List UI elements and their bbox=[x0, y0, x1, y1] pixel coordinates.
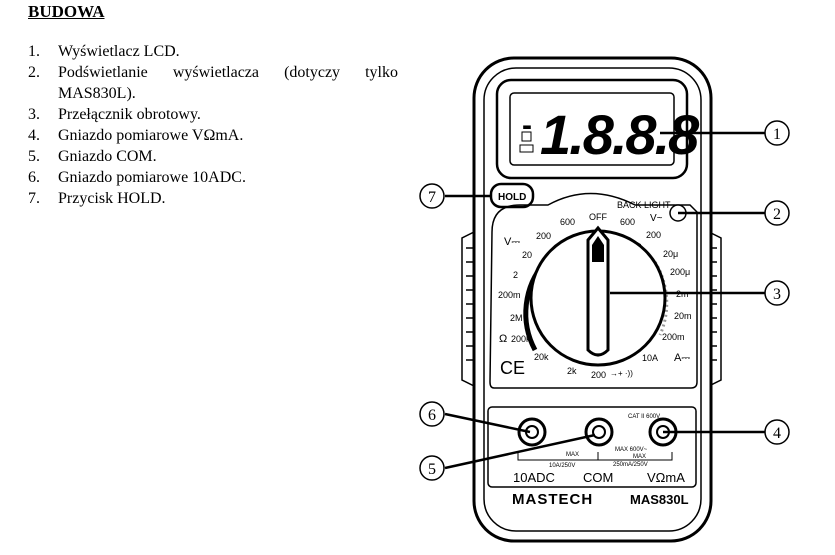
item-text: Gniazdo pomiarowe VΩmA. bbox=[58, 127, 244, 144]
jack-label-10adc: 10ADC bbox=[513, 470, 555, 485]
hold-button-label: HOLD bbox=[498, 192, 526, 203]
fuse-right-line2: MAX bbox=[633, 454, 646, 460]
lcd-screen bbox=[509, 92, 675, 166]
lcd-minus: - bbox=[522, 109, 532, 142]
list-item: 7. Przycisk HOLD. bbox=[28, 188, 398, 209]
list-item: 4. Gniazdo pomiarowe VΩmA. bbox=[28, 125, 398, 146]
item-text: MAS830L). bbox=[58, 85, 136, 102]
brand-logo: MASTECH bbox=[512, 491, 593, 508]
list-item: 1. Wyświetlacz LCD. bbox=[28, 41, 398, 62]
dial-panel bbox=[489, 192, 698, 389]
list-item: 2. Podświetlanie wyświetlacza (dotyczy ty… bbox=[28, 62, 398, 83]
item-text: Przełącznik obrotowy. bbox=[58, 106, 201, 123]
dial-label-ohm-200k: 200k bbox=[511, 334, 531, 344]
lcd-digits: 1.8.8.8 bbox=[540, 103, 700, 166]
dial-label-vdc-20: 20 bbox=[522, 250, 532, 260]
item-number: 4. bbox=[28, 127, 40, 144]
backlight-symbol: V~ bbox=[650, 213, 663, 224]
dial-label-ohm-20k: 20k bbox=[534, 352, 549, 362]
item-text: Podświetlanie wyświetlacza (dotyczy tylk… bbox=[58, 64, 398, 81]
dial-label-off: OFF bbox=[589, 212, 607, 222]
jack-panel bbox=[487, 406, 697, 488]
dial-label-vdc-200: 200 bbox=[536, 231, 551, 241]
section-heading: BUDOWA bbox=[28, 2, 105, 21]
callout-3-number: 3 bbox=[773, 286, 781, 303]
hold-indicator-icon bbox=[521, 131, 532, 142]
parts-list: 1. Wyświetlacz LCD. 2. Podświetlanie wyświ… bbox=[28, 41, 398, 209]
dial-label-vdc-200m: 200m bbox=[498, 290, 521, 300]
dial-label-vac-600: 600 bbox=[620, 217, 635, 227]
battery-icon bbox=[519, 144, 534, 153]
dial-label-vdc-2: 2 bbox=[513, 270, 518, 280]
dial-label-a-200m: 200m bbox=[662, 332, 685, 342]
item-number: 2. bbox=[28, 64, 40, 81]
callout-1-number: 1 bbox=[773, 126, 781, 143]
item-number: 6. bbox=[28, 169, 40, 186]
jack-label-vma: VΩmA bbox=[647, 470, 685, 485]
dial-label-ohm-symbol: Ω bbox=[499, 333, 507, 345]
fuse-left-rating: 10A/250V bbox=[549, 463, 575, 469]
jack-com[interactable] bbox=[584, 417, 614, 447]
item-text: Przycisk HOLD. bbox=[58, 190, 166, 207]
item-number: 3. bbox=[28, 106, 40, 123]
callout-4-number: 4 bbox=[773, 425, 781, 442]
item-text: Wyświetlacz LCD. bbox=[58, 43, 180, 60]
callout-6-number: 6 bbox=[428, 407, 436, 424]
callout-7 bbox=[419, 183, 445, 209]
list-item: 5. Gniazdo COM. bbox=[28, 146, 398, 167]
callout-4 bbox=[764, 419, 790, 445]
dial-label-a-20u: 20μ bbox=[663, 249, 678, 259]
list-item: 3. Przełącznik obrotowy. bbox=[28, 104, 398, 125]
callout-5 bbox=[419, 455, 445, 481]
ce-mark: CE bbox=[500, 358, 525, 378]
callout-7-number: 7 bbox=[428, 189, 436, 206]
list-item: 6. Gniazdo pomiarowe 10ADC. bbox=[28, 167, 398, 188]
list-item-continuation: MAS830L). bbox=[28, 83, 398, 104]
dial-label-vac-200: 200 bbox=[646, 230, 661, 240]
fuse-right-line3: 250mA/250V bbox=[613, 462, 648, 468]
meter-body-inner bbox=[483, 67, 702, 532]
fuse-right-line1: MAX 600V~ bbox=[615, 447, 648, 453]
callout-3 bbox=[764, 280, 790, 306]
dial-label-a-200u: 200μ bbox=[670, 267, 690, 277]
dial-label-vdc-symbol: V⎓ bbox=[504, 236, 520, 248]
item-number: 7. bbox=[28, 190, 40, 207]
dial-label-diode: →+ ·)) bbox=[610, 369, 633, 378]
model-name: MAS830L bbox=[630, 492, 689, 507]
item-number: 1. bbox=[28, 43, 40, 60]
callout-2-number: 2 bbox=[773, 206, 781, 223]
item-text: Gniazdo pomiarowe 10ADC. bbox=[58, 169, 246, 186]
callout-5-number: 5 bbox=[428, 461, 436, 478]
fuse-bracket-left bbox=[517, 452, 599, 461]
dial-label-a-dc-symbol: A⎓ bbox=[674, 352, 690, 364]
dial-label-a-10a: 10A bbox=[642, 353, 658, 363]
callout-lines bbox=[444, 131, 765, 470]
callout-6 bbox=[419, 401, 445, 427]
dial-label-ohm-2m: 2M bbox=[510, 313, 523, 323]
jack-label-com: COM bbox=[583, 470, 613, 485]
dial-label-a-20m: 20m bbox=[674, 311, 692, 321]
callout-2 bbox=[764, 200, 790, 226]
backlight-label: BACK LIGHT bbox=[617, 200, 671, 210]
fuse-left-max: MAX bbox=[566, 452, 579, 458]
item-text: Gniazdo COM. bbox=[58, 148, 157, 165]
cat-rating: CAT II 600V bbox=[628, 414, 660, 420]
jack-10a[interactable] bbox=[517, 417, 547, 447]
dial-label-ohm-200: 200 bbox=[591, 370, 606, 380]
fuse-bracket-right bbox=[598, 452, 673, 461]
dial-label-ohm-2k: 2k bbox=[567, 366, 577, 376]
callout-1 bbox=[764, 120, 790, 146]
item-number: 5. bbox=[28, 148, 40, 165]
dial-label-vdc-600: 600 bbox=[560, 217, 575, 227]
